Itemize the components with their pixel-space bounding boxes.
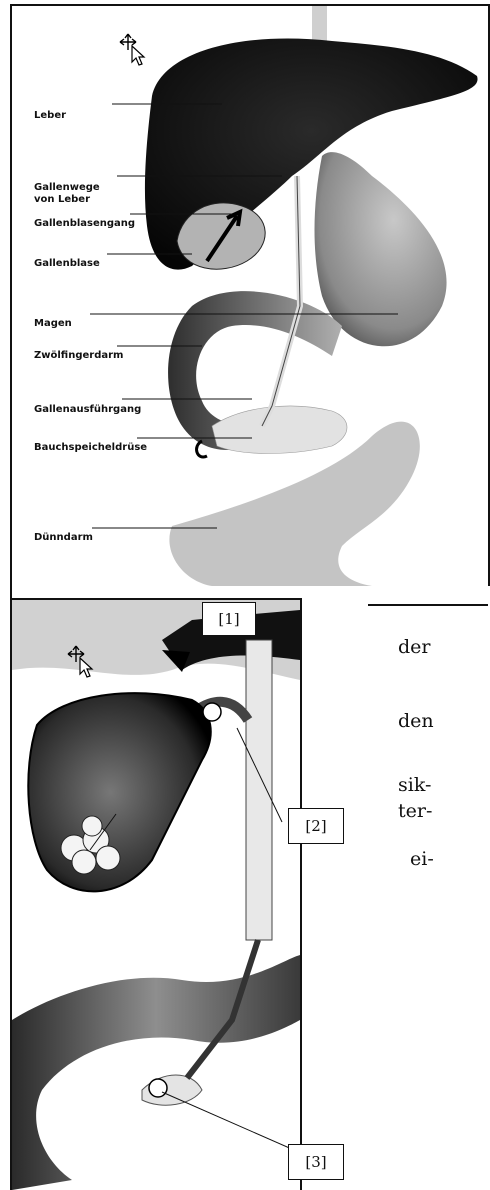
label-gallenausfuehrgang: Gallenausführgang bbox=[34, 404, 141, 416]
callout-3-box: [3] bbox=[288, 1144, 344, 1180]
callout-2-box: [2] bbox=[288, 808, 344, 844]
stomach-shape bbox=[315, 152, 447, 346]
text-fragment: ter- bbox=[398, 800, 432, 822]
common-bile-duct bbox=[246, 640, 272, 940]
digestive-organs-illustration bbox=[12, 6, 488, 586]
label-gallenwege: Gallenwege von Leber bbox=[34, 182, 100, 206]
text-fragment: der bbox=[398, 636, 431, 658]
move-cursor-icon[interactable] bbox=[120, 34, 144, 65]
anatomy-figure-detail: [1] [2] [3] bbox=[10, 598, 302, 1190]
text-fragment: ei- bbox=[410, 848, 434, 870]
anatomy-figure-overview: Leber Gallenwege von Leber Gallenblaseng… bbox=[10, 4, 490, 586]
label-gallenblasengang: Gallenblasengang bbox=[34, 218, 135, 230]
duodenum-shape bbox=[12, 955, 300, 1190]
label-magen: Magen bbox=[34, 318, 72, 330]
figure-border bbox=[368, 604, 488, 606]
text-fragment: sik- bbox=[398, 774, 431, 796]
label-duenndarm: Dünndarm bbox=[34, 532, 93, 544]
gallbladder-detail-illustration bbox=[12, 600, 300, 1190]
pancreas-shape bbox=[212, 406, 347, 454]
label-gallenblase: Gallenblase bbox=[34, 258, 100, 270]
label-zwoelffingerdarm: Zwölfingerdarm bbox=[34, 350, 123, 362]
gallstone-papilla bbox=[149, 1079, 167, 1097]
callout-1: [1] bbox=[202, 602, 256, 636]
gallstone-duct bbox=[203, 703, 221, 721]
label-leber: Leber bbox=[34, 110, 66, 122]
label-bauchspeicheldruese: Bauchspeicheldrüse bbox=[34, 442, 147, 454]
text-fragment: den bbox=[398, 710, 434, 732]
